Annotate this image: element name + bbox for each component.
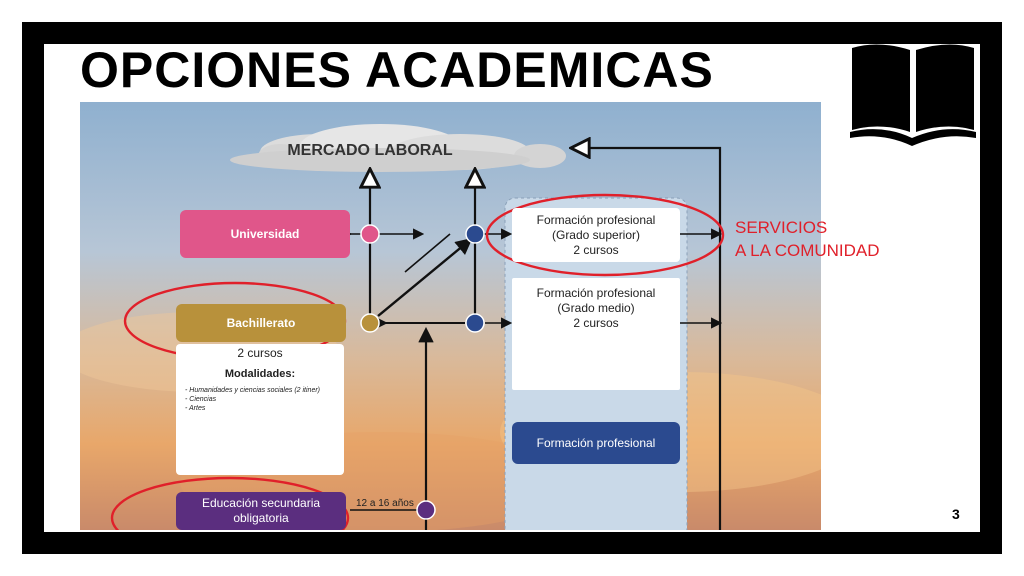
fp-medio-line3: 2 cursos [573, 316, 619, 330]
servicios-note: SERVICIOS A LA COMUNIDAD [735, 216, 880, 262]
fp-superior-dot [465, 224, 485, 244]
modalidades-list: - Humanidades y ciencias sociales (2 iti… [185, 386, 335, 413]
eso-age-label: 12 a 16 años [356, 498, 414, 509]
open-book-icon [850, 44, 976, 146]
modalidad-item: - Artes [185, 405, 206, 412]
fp-superior-line3: 2 cursos [573, 242, 619, 257]
education-diagram: MERCADO LABORAL Universidad Bachillerato… [80, 102, 821, 530]
eso-line1: Educación secundaria [201, 496, 321, 510]
highlight-eso [110, 476, 350, 530]
modalidad-item: - Humanidades y ciencias sociales (2 iti… [185, 387, 320, 394]
universidad-dot [360, 224, 380, 244]
modalidades-title: Modalidades: [224, 368, 296, 380]
page-number: 3 [952, 506, 960, 522]
fp-superior-line1: Formación profesional [536, 212, 656, 227]
servicios-line1: SERVICIOS [735, 218, 828, 237]
fp-medio-line2: (Grado medio) [557, 301, 635, 315]
bachillerato-duration: 2 cursos [237, 346, 283, 360]
fp-superior-box: Formación profesional (Grado superior) 2… [512, 208, 680, 262]
modalidad-item: - Ciencias [185, 396, 217, 403]
eso-dot [416, 500, 436, 520]
bachillerato-box: Bachillerato [176, 304, 346, 342]
fp-basica-box: Formación profesional [512, 422, 680, 464]
fp-superior-line2: (Grado superior) [551, 227, 641, 242]
fp-medio-line1: Formación profesional [536, 286, 656, 300]
cloud-label: MERCADO LABORAL [287, 142, 453, 159]
bachillerato-dot [360, 313, 380, 333]
highlight-fp-superior [485, 193, 725, 277]
fp-medio-dot [465, 313, 485, 333]
universidad-box: Universidad [180, 210, 350, 258]
servicios-line2: A LA COMUNIDAD [735, 241, 880, 260]
cloud-shape [230, 124, 566, 172]
eso-box: Educación secundaria obligatoria [176, 492, 346, 530]
slide-title: OPCIONES ACADEMICAS [80, 42, 714, 98]
bachillerato-details: 2 cursos Modalidades: - Humanidades y ci… [176, 344, 344, 475]
fp-medio-box: Formación profesional (Grado medio) 2 cu… [512, 278, 680, 390]
eso-line2: obligatoria [233, 511, 289, 525]
